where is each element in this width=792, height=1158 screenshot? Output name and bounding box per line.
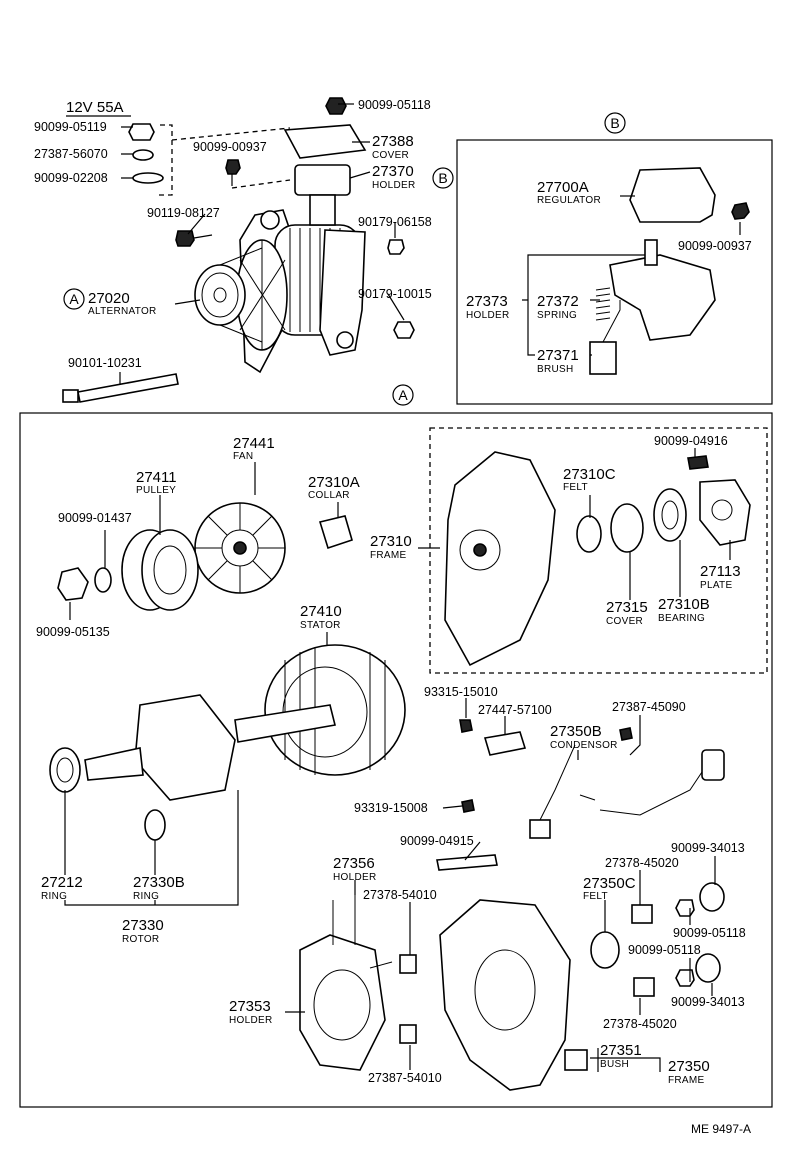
name-collar: COLLAR [308, 490, 350, 501]
group-a-marker-inline: A [63, 288, 85, 310]
label-90099-05135: 90099-05135 [36, 625, 110, 639]
label-27410: 27410 [300, 603, 342, 620]
label-27113: 27113 [700, 563, 741, 580]
group-b-frame [456, 139, 773, 405]
label-93319-15008: 93319-15008 [354, 801, 428, 815]
label-90119-08127: 90119-08127 [147, 206, 220, 220]
group-b-marker-top: B [604, 112, 626, 134]
label-27447-57100: 27447-57100 [478, 703, 552, 717]
rear-frame-subgroup-box [429, 427, 768, 674]
label-90101-10231: 90101-10231 [68, 356, 142, 370]
label-27387-54010: 27387-54010 [368, 1071, 442, 1085]
group-a-marker-top: A [392, 384, 414, 406]
label-27387-45090: 27387-45090 [612, 700, 686, 714]
label-27700A: 27700A [537, 179, 589, 196]
label-27350B: 27350B [550, 723, 602, 740]
label-27351: 27351 [600, 1042, 642, 1059]
name-ring-27212: RING [41, 891, 67, 902]
label-27441: 27441 [233, 435, 275, 452]
label-90099-05118-upper: 90099-05118 [673, 926, 746, 940]
name-felt-27310C: FELT [563, 482, 588, 493]
label-90099-02208: 90099-02208 [34, 171, 108, 185]
name-alternator: ALTERNATOR [88, 306, 157, 317]
name-cover-27315: COVER [606, 616, 643, 627]
label-27353: 27353 [229, 998, 271, 1015]
label-27411: 27411 [136, 469, 177, 486]
label-27310A: 27310A [308, 474, 360, 491]
spec-header: 12V 55A [66, 99, 124, 116]
label-27350: 27350 [668, 1058, 710, 1075]
name-stator: STATOR [300, 620, 341, 631]
top-small-parts [62, 97, 415, 403]
svg-text:B: B [610, 115, 619, 131]
name-holder-27370: HOLDER [372, 180, 415, 191]
name-holder-27373: HOLDER [466, 310, 509, 321]
label-27378-45020-lower: 27378-45020 [603, 1017, 677, 1031]
leader-lines [64, 103, 741, 1072]
label-27387-56070: 27387-56070 [34, 147, 108, 161]
name-spring: SPRING [537, 310, 577, 321]
label-90099-04915: 90099-04915 [400, 834, 474, 848]
label-93315-15010: 93315-15010 [424, 685, 498, 699]
label-27330B: 27330B [133, 874, 185, 891]
label-27310C: 27310C [563, 466, 616, 483]
label-27212: 27212 [41, 874, 83, 891]
label-27350C: 27350C [583, 875, 636, 892]
svg-text:B: B [438, 170, 447, 186]
label-90099-34013-lower: 90099-34013 [671, 995, 745, 1009]
label-27315: 27315 [606, 599, 648, 616]
label-27372: 27372 [537, 293, 579, 310]
name-plate: PLATE [700, 580, 732, 591]
name-frame-27310: FRAME [370, 550, 407, 561]
name-cover-27388: COVER [372, 150, 409, 161]
name-brush: BRUSH [537, 364, 574, 375]
label-90099-04916: 90099-04916 [654, 434, 728, 448]
label-27378-45020-upper: 27378-45020 [605, 856, 679, 870]
name-felt-27350C: FELT [583, 891, 608, 902]
label-27370: 27370 [372, 163, 414, 180]
label-90099-34013-upper: 90099-34013 [671, 841, 745, 855]
group-a-drawing [49, 451, 751, 1091]
svg-text:A: A [69, 291, 79, 307]
name-regulator: REGULATOR [537, 195, 601, 206]
label-27373: 27373 [466, 293, 508, 310]
alternator-assembly-drawing [194, 124, 367, 374]
name-condensor: CONDENSOR [550, 740, 618, 751]
name-bearing: BEARING [658, 613, 705, 624]
label-27356: 27356 [333, 855, 375, 872]
name-fan: FAN [233, 451, 253, 462]
name-holder-27356: HOLDER [333, 872, 376, 883]
label-27310B: 27310B [658, 596, 710, 613]
name-bush: BUSH [600, 1059, 629, 1070]
label-90179-10015: 90179-10015 [358, 287, 432, 301]
label-90099-05118-lower: 90099-05118 [628, 943, 701, 957]
label-90099-01437: 90099-01437 [58, 511, 132, 525]
label-27388: 27388 [372, 133, 414, 150]
label-90099-05119: 90099-05119 [34, 120, 107, 134]
label-27020: 27020 [88, 290, 130, 307]
name-frame-27350: FRAME [668, 1075, 705, 1086]
label-27310: 27310 [370, 533, 412, 550]
label-27371: 27371 [537, 347, 579, 364]
group-a-frame [19, 412, 773, 1108]
name-holder-27353: HOLDER [229, 1015, 272, 1026]
svg-text:A: A [398, 387, 408, 403]
label-90099-00937-top: 90099-00937 [193, 140, 267, 154]
group-b-marker-inline: B [432, 167, 454, 189]
label-90099-05118-top: 90099-05118 [358, 98, 431, 112]
label-27330: 27330 [122, 917, 164, 934]
b-group-drawing [589, 167, 750, 375]
label-90099-00937-b: 90099-00937 [678, 239, 752, 253]
name-rotor: ROTOR [122, 934, 159, 945]
name-ring-27330B: RING [133, 891, 159, 902]
label-27378-54010: 27378-54010 [363, 888, 437, 902]
label-90179-06158: 90179-06158 [358, 215, 432, 229]
drawing-reference-code: ME 9497-A [691, 1122, 751, 1136]
name-pulley: PULLEY [136, 485, 176, 496]
